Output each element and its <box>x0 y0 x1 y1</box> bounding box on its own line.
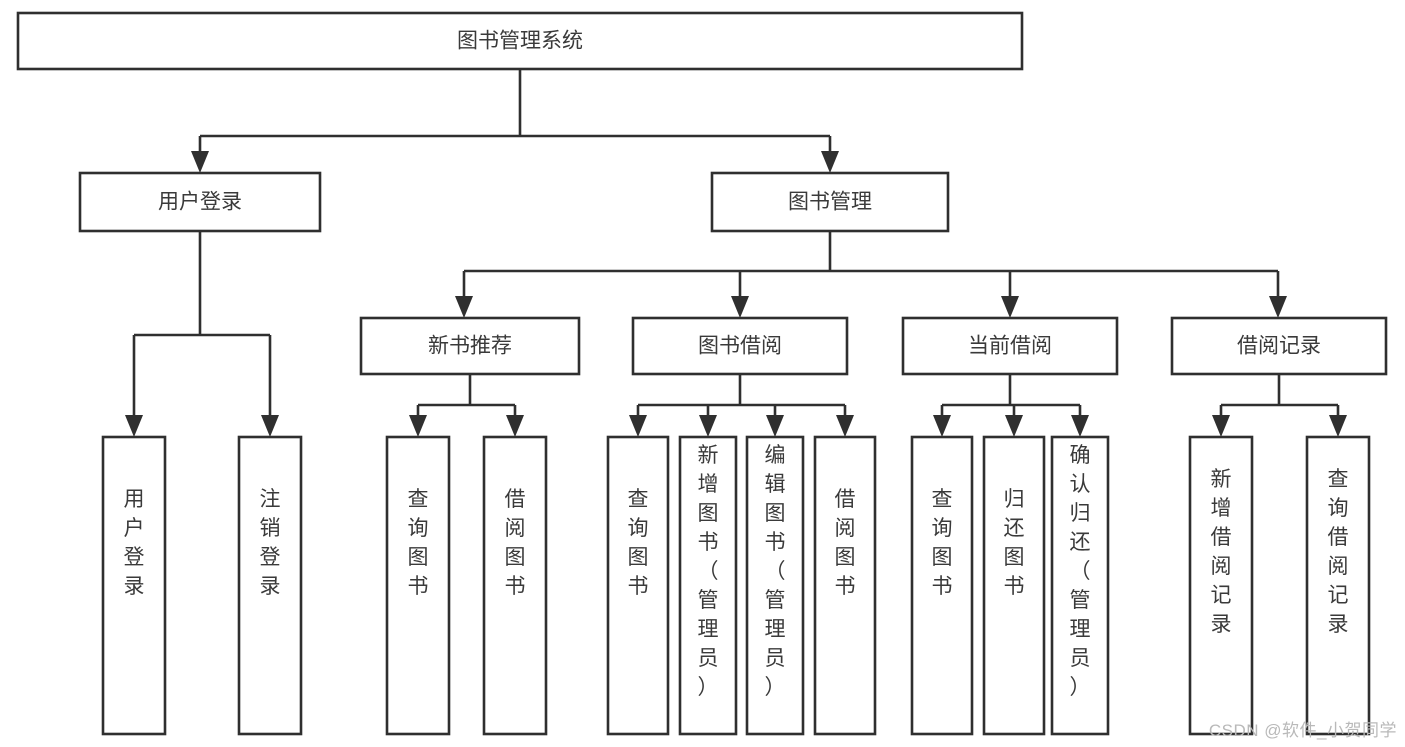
arrowhead-userlogin-leaf-2 <box>261 415 279 437</box>
leaf-record-add-record-label: 新增借阅记录 <box>1211 468 1232 636</box>
arrowhead-borrow-leaf-3 <box>766 415 784 437</box>
node-book-borrow-label: 图书借阅 <box>698 335 782 358</box>
leaf-user-login[interactable]: 用户登录 <box>101 435 167 736</box>
leaf-borrow-edit-book-admin[interactable]: 编辑图书（管理员） <box>745 435 805 736</box>
arrowhead-record-leaf-2 <box>1329 415 1347 437</box>
node-book-management[interactable]: 图书管理 <box>710 171 950 233</box>
arrowhead-root-to-userlogin <box>191 151 209 173</box>
leaf-borrow-edit-book-admin-box[interactable] <box>745 435 805 736</box>
leaf-logout-login[interactable]: 注销登录 <box>237 435 303 736</box>
arrowhead-current-leaf-2 <box>1005 415 1023 437</box>
leaf-current-confirm-return-admin[interactable]: 确认归还（管理员） <box>1050 435 1110 736</box>
arrowhead-bookmgmt-child-3 <box>1001 296 1019 318</box>
leaf-borrow-query-book[interactable]: 查询图书 <box>606 435 670 736</box>
arrowhead-bookmgmt-child-2 <box>731 296 749 318</box>
leaf-borrow-edit-book-admin-label: 编辑图书（管理员） <box>765 444 786 699</box>
leaf-current-return-book-label: 归还图书 <box>1004 488 1025 598</box>
leaf-record-query-record-box[interactable] <box>1305 435 1371 736</box>
leaf-current-confirm-return-admin-box[interactable] <box>1050 435 1110 736</box>
leaf-borrow-borrow-book[interactable]: 借阅图书 <box>813 435 877 736</box>
leaf-current-confirm-return-admin-label: 确认归还（管理员） <box>1070 444 1091 699</box>
node-new-book-recommend[interactable]: 新书推荐 <box>359 316 581 376</box>
node-current-borrow[interactable]: 当前借阅 <box>901 316 1119 376</box>
leaf-borrow-add-book-admin-label: 新增图书（管理员） <box>698 444 719 699</box>
leaf-borrow-add-book-admin[interactable]: 新增图书（管理员） <box>678 435 738 736</box>
leaf-borrow-add-book-admin-box[interactable] <box>678 435 738 736</box>
leaf-current-return-book-box[interactable] <box>982 435 1046 736</box>
node-root-system[interactable]: 图书管理系统 <box>16 11 1024 71</box>
leaf-current-query-book[interactable]: 查询图书 <box>910 435 974 736</box>
node-book-management-box[interactable] <box>710 171 950 233</box>
node-user-login-box[interactable] <box>78 171 322 233</box>
node-borrow-record[interactable]: 借阅记录 <box>1170 316 1388 376</box>
arrowhead-borrow-leaf-2 <box>699 415 717 437</box>
leaf-newbook-query-book[interactable]: 查询图书 <box>385 435 451 736</box>
leaf-newbook-borrow-book-box[interactable] <box>482 435 548 736</box>
leaf-newbook-query-book-label: 查询图书 <box>408 488 429 598</box>
arrowhead-userlogin-leaf-1 <box>125 415 143 437</box>
arrowhead-current-leaf-3 <box>1071 415 1089 437</box>
node-book-management-label: 图书管理 <box>788 191 872 214</box>
leaf-current-query-book-box[interactable] <box>910 435 974 736</box>
leaf-record-query-record-label: 查询借阅记录 <box>1328 468 1349 636</box>
leaf-user-login-label: 用户登录 <box>124 488 145 598</box>
leaf-record-query-record[interactable]: 查询借阅记录 <box>1305 435 1371 736</box>
arrowhead-root-to-bookmgmt <box>821 151 839 173</box>
node-book-borrow[interactable]: 图书借阅 <box>631 316 849 376</box>
leaf-borrow-borrow-book-box[interactable] <box>813 435 877 736</box>
leaf-newbook-query-book-box[interactable] <box>385 435 451 736</box>
leaf-current-query-book-label: 查询图书 <box>932 488 953 598</box>
arrowhead-borrow-leaf-4 <box>836 415 854 437</box>
leaf-logout-login-box[interactable] <box>237 435 303 736</box>
leaf-current-return-book[interactable]: 归还图书 <box>982 435 1046 736</box>
leaf-record-add-record[interactable]: 新增借阅记录 <box>1188 435 1254 736</box>
node-user-login-label: 用户登录 <box>158 191 242 214</box>
leaf-newbook-borrow-book[interactable]: 借阅图书 <box>482 435 548 736</box>
node-book-borrow-box[interactable] <box>631 316 849 376</box>
leaf-newbook-borrow-book-label: 借阅图书 <box>505 488 526 598</box>
arrowhead-borrow-leaf-1 <box>629 415 647 437</box>
arrowhead-bookmgmt-child-4 <box>1269 296 1287 318</box>
node-current-borrow-label: 当前借阅 <box>968 335 1052 358</box>
leaf-borrow-query-book-box[interactable] <box>606 435 670 736</box>
arrowhead-record-leaf-1 <box>1212 415 1230 437</box>
node-root-system-box[interactable] <box>16 11 1024 71</box>
node-user-login[interactable]: 用户登录 <box>78 171 322 233</box>
node-current-borrow-box[interactable] <box>901 316 1119 376</box>
node-borrow-record-box[interactable] <box>1170 316 1388 376</box>
arrowhead-bookmgmt-child-1 <box>455 296 473 318</box>
node-borrow-record-label: 借阅记录 <box>1237 335 1321 358</box>
leaf-borrow-borrow-book-label: 借阅图书 <box>835 488 856 598</box>
leaf-user-login-box[interactable] <box>101 435 167 736</box>
leaf-logout-login-label: 注销登录 <box>260 488 281 598</box>
leaf-record-add-record-box[interactable] <box>1188 435 1254 736</box>
arrowhead-newbook-leaf-2 <box>506 415 524 437</box>
node-root-system-label: 图书管理系统 <box>457 30 583 53</box>
arrowhead-newbook-leaf-1 <box>409 415 427 437</box>
connectors-layer <box>125 69 1347 437</box>
arrowhead-current-leaf-1 <box>933 415 951 437</box>
node-new-book-recommend-box[interactable] <box>359 316 581 376</box>
node-new-book-recommend-label: 新书推荐 <box>428 335 512 358</box>
leaf-borrow-query-book-label: 查询图书 <box>628 488 649 598</box>
